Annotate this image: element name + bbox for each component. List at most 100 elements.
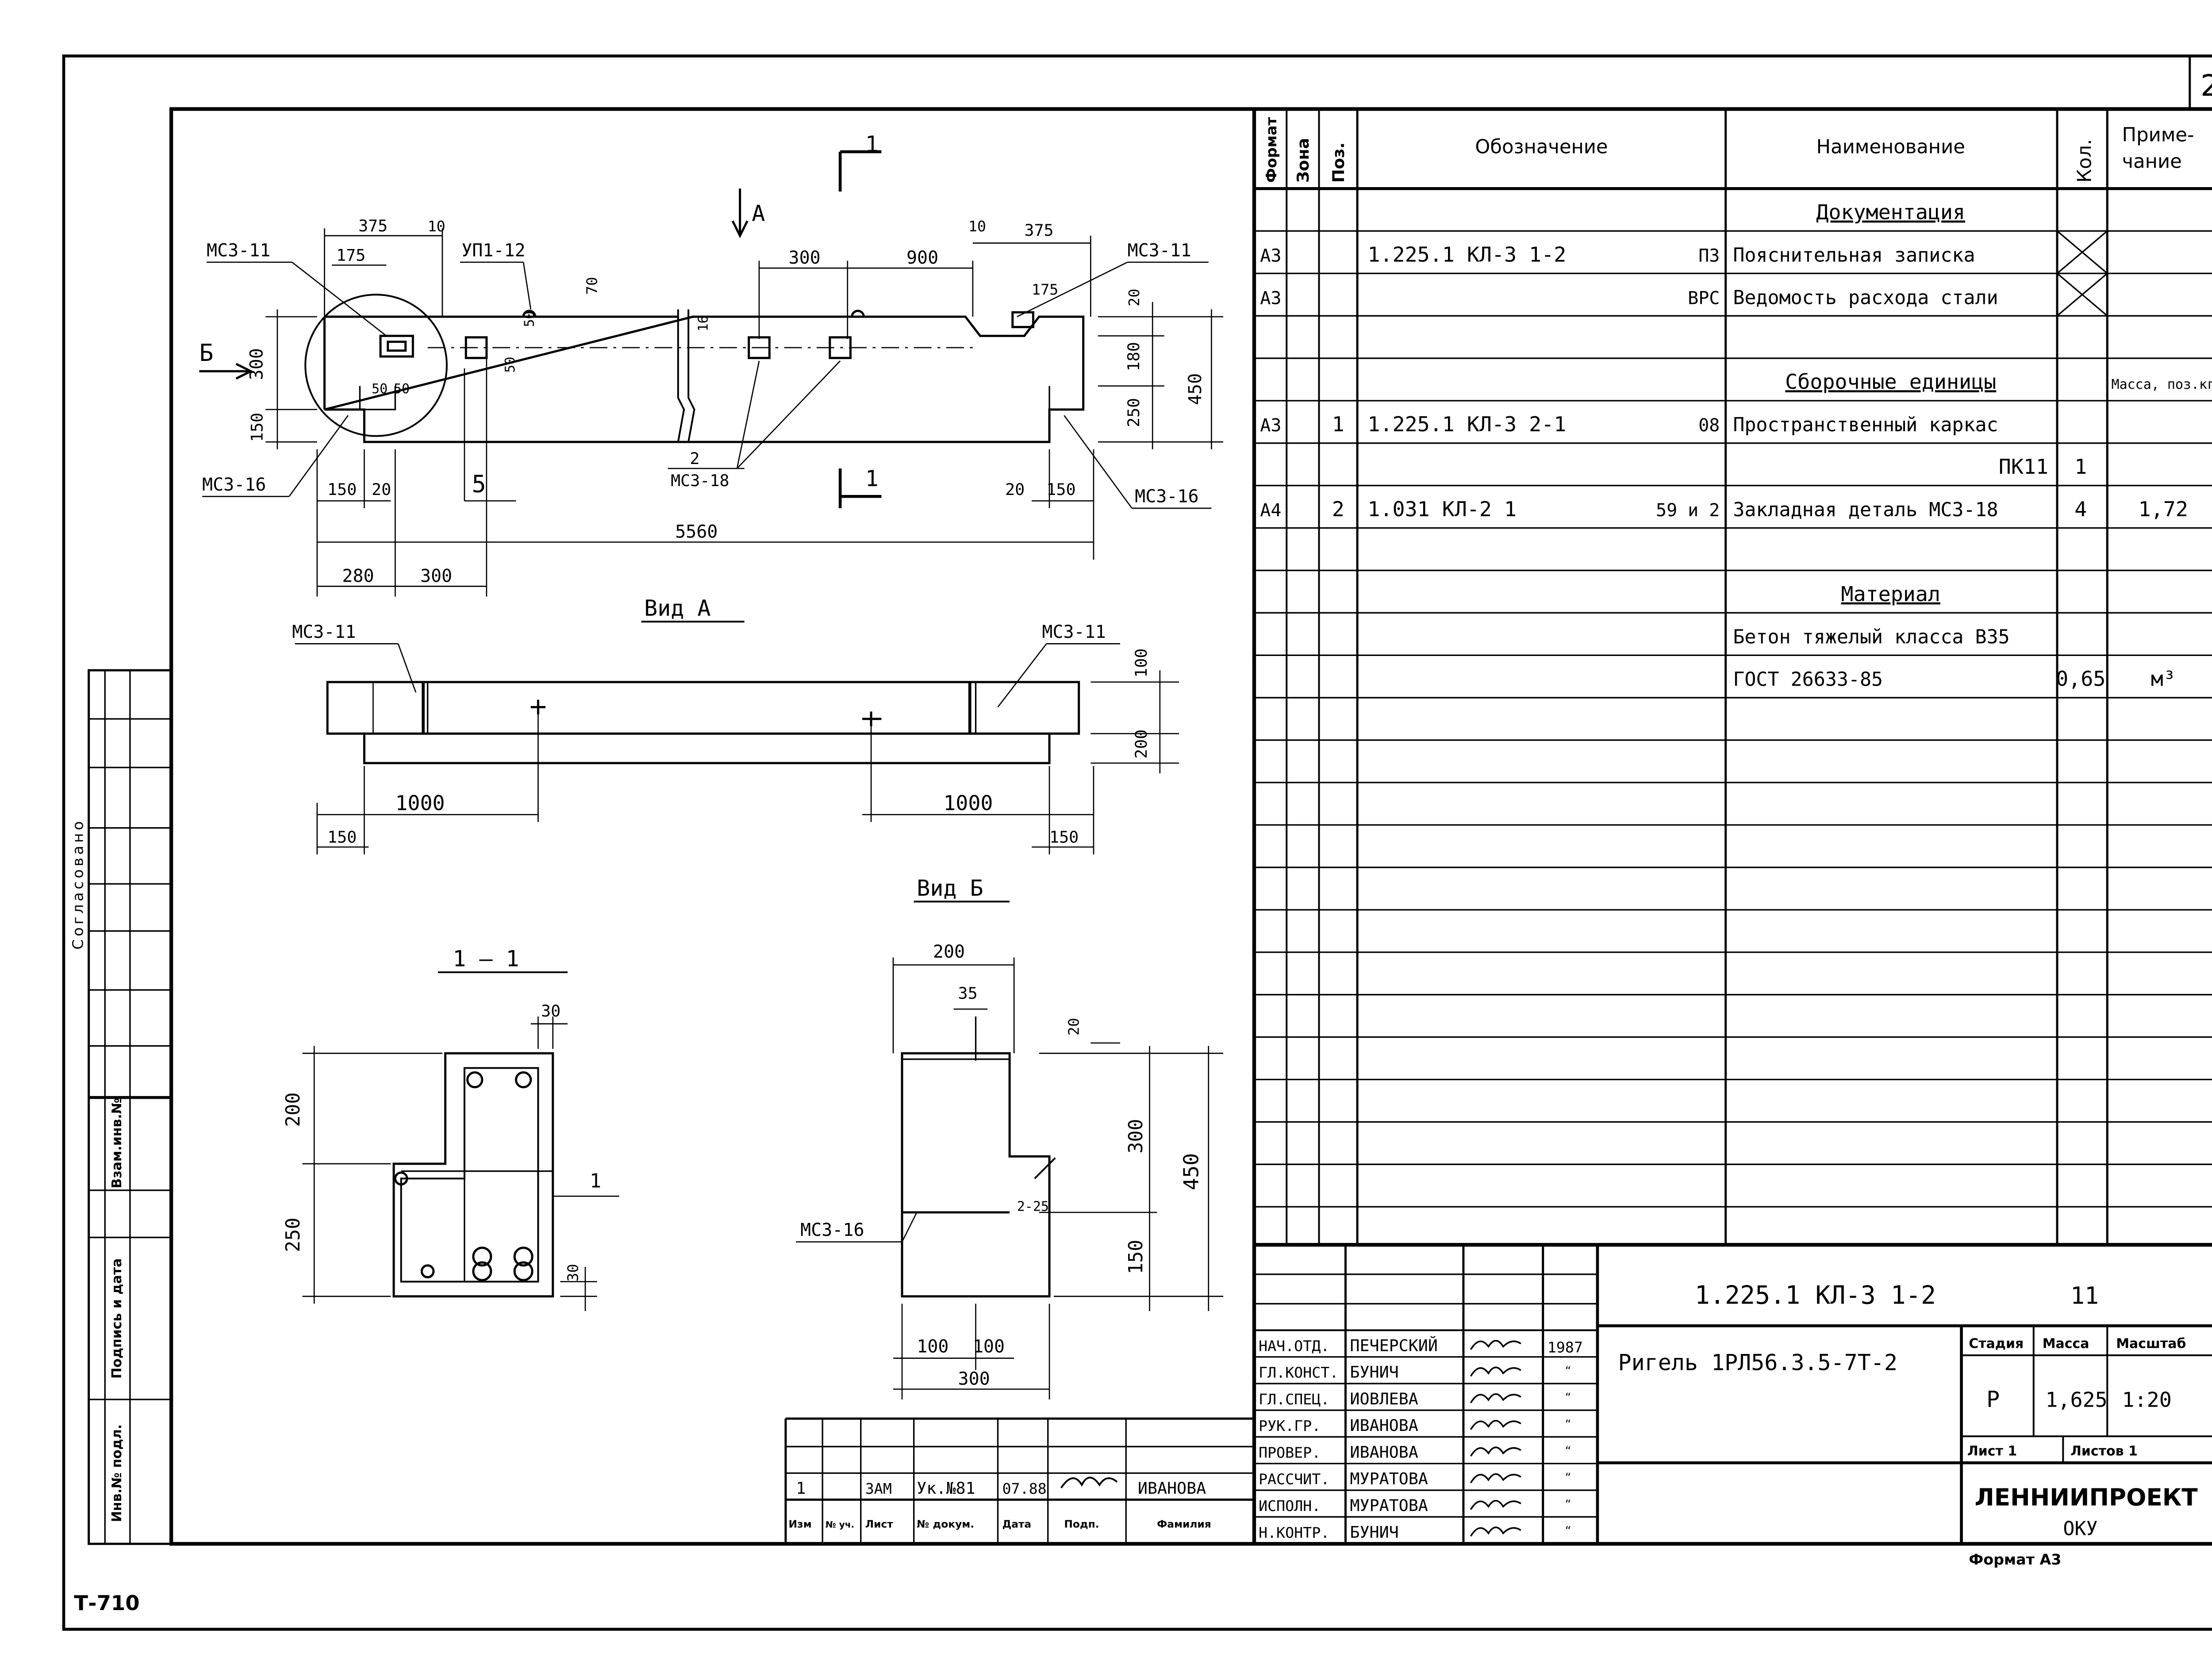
dim-280: 280 bbox=[342, 566, 374, 587]
tb-year: 1987 bbox=[1548, 1338, 1583, 1356]
spec-section-title: Документация bbox=[1816, 200, 1965, 224]
section-mark-bottom: 1 bbox=[865, 466, 879, 491]
mcz18-label: МС3-18 bbox=[671, 471, 729, 490]
spec-designation-cell: 1.225.1 КЛ-3 2-1 bbox=[1367, 412, 1566, 436]
view-b-arrow-label: Б bbox=[199, 339, 213, 367]
mcz16-left-label: МС3-16 bbox=[202, 475, 266, 495]
ditto-mark: “ bbox=[1565, 1417, 1571, 1431]
dim-20-bottom-left: 20 bbox=[372, 480, 391, 499]
section-mark-top: 1 bbox=[865, 131, 879, 157]
view-a-dim-1000-right: 1000 bbox=[943, 791, 993, 815]
dim-10-right: 10 bbox=[968, 218, 986, 235]
spec-designation-cell: 1.031 КЛ-2 1 bbox=[1367, 497, 1517, 521]
section-pos1: 1 bbox=[590, 1170, 601, 1192]
role-person: ПЕЧЕРСКИЙ bbox=[1350, 1335, 1437, 1355]
view-a-dim-100: 100 bbox=[1132, 648, 1151, 678]
signature bbox=[1470, 1446, 1521, 1457]
view-b-dim-300: 300 bbox=[1125, 1119, 1147, 1154]
view-b-dim-450: 450 bbox=[1179, 1153, 1203, 1190]
format-note: Формат А3 bbox=[1969, 1551, 2061, 1568]
dim-50-d: 50 bbox=[522, 311, 537, 327]
ditto-mark: “ bbox=[1565, 1444, 1571, 1458]
section-1-1-labels: 1 — 1 30 200 250 30 1 bbox=[282, 946, 601, 1282]
spec-header: Формат Зона Поз. Обозначение Наименовани… bbox=[1263, 117, 2194, 183]
tb-sheets-label: Листов 1 bbox=[2070, 1443, 2138, 1459]
spec-name-cell: Ведомость расхода стали bbox=[1733, 287, 1998, 309]
dim-150-bottom-right: 150 bbox=[1046, 480, 1075, 499]
tb-org: ЛЕННИИПРОЕКТ bbox=[1975, 1484, 2198, 1511]
sign-date-label: Подпись и дата bbox=[109, 1258, 125, 1379]
dim-70: 70 bbox=[584, 277, 601, 295]
view-b bbox=[796, 901, 1224, 1400]
header-name: Наименование bbox=[1816, 136, 1965, 158]
spec-section-title: Материал bbox=[1841, 582, 1940, 606]
view-a-dim-150-right: 150 bbox=[1049, 828, 1079, 847]
signature bbox=[1470, 1473, 1521, 1484]
spec-qty-cell: 0,65 bbox=[2056, 667, 2105, 691]
dim-50-b: 50 bbox=[394, 381, 410, 397]
rev-date: 07.88 bbox=[1002, 1480, 1046, 1497]
mcz16-right-label: МС3-16 bbox=[1135, 487, 1198, 507]
dim-10-left: 10 bbox=[428, 218, 445, 235]
section-1-1 bbox=[302, 971, 619, 1312]
header-note-2: чание bbox=[2122, 151, 2182, 173]
spec-note-cell: 1,72 bbox=[2139, 497, 2188, 521]
view-a-arrow-label: А bbox=[752, 201, 765, 226]
rev-h-izm: Изм bbox=[789, 1519, 812, 1530]
dim-175-right: 175 bbox=[1032, 281, 1058, 298]
tb-sheet-label: Лист 1 bbox=[1967, 1443, 2017, 1459]
spec-format-cell: А3 bbox=[1260, 415, 1281, 436]
tb-code: 1.225.1 КЛ-3 1-2 bbox=[1695, 1281, 1936, 1310]
spec-name-cell: ГОСТ 26633-85 bbox=[1733, 669, 1883, 691]
dim-300-mid: 300 bbox=[789, 248, 821, 268]
spec-designation-suffix: ПЗ bbox=[1698, 245, 1720, 266]
signature bbox=[1470, 1420, 1521, 1430]
dim-5560: 5560 bbox=[675, 522, 718, 542]
ditto-mark: “ bbox=[1565, 1364, 1571, 1378]
view-b-dim-20: 20 bbox=[1065, 1018, 1083, 1035]
inv-no-orig-label: Инв.№ подл. bbox=[109, 1424, 125, 1522]
rev-doc: Ук.№81 bbox=[917, 1479, 975, 1498]
signature bbox=[1470, 1526, 1521, 1537]
spec-format-cell: А4 bbox=[1260, 500, 1281, 521]
header-qty: Кол. bbox=[2074, 139, 2096, 183]
title-block-roles: НАЧ.ОТД.ПЕЧЕРСКИЙГЛ.КОНСТ.БУНИЧ“ГЛ.СПЕЦ.… bbox=[1254, 1335, 1598, 1545]
tb-stage-label: Стадия bbox=[1969, 1336, 2024, 1351]
spec-qty-cell: 1 bbox=[2074, 455, 2087, 479]
view-b-dim-150: 150 bbox=[1125, 1240, 1147, 1274]
role-title: ГЛ.КОНСТ. bbox=[1259, 1364, 1338, 1381]
spec-name-cell: ПК11 bbox=[1999, 455, 2048, 479]
dim-300-bottom: 300 bbox=[420, 566, 452, 587]
view-b-dim-200: 200 bbox=[933, 942, 965, 962]
signature bbox=[1470, 1366, 1521, 1377]
header-format: Формат bbox=[1263, 117, 1280, 183]
tb-dept: ОКУ bbox=[2063, 1518, 2097, 1540]
role-title: Н.КОНТР. bbox=[1259, 1524, 1329, 1541]
dim-250: 250 bbox=[1124, 398, 1143, 427]
view-b-note: 2-25 bbox=[1017, 1199, 1049, 1215]
spec-designation-suffix: 59 и 2 bbox=[1656, 500, 1720, 521]
view-a bbox=[295, 621, 1179, 855]
dim-375-left: 375 bbox=[358, 216, 388, 235]
rev-h-nuch: № уч. bbox=[826, 1519, 854, 1530]
role-title: ИСПОЛН. bbox=[1259, 1497, 1321, 1515]
spec-note-cell: м³ bbox=[2151, 667, 2176, 691]
role-person: ИВАНОВА bbox=[1350, 1416, 1418, 1435]
qty-cross-mark bbox=[2056, 230, 2108, 274]
upl-label: УП1-12 bbox=[461, 240, 525, 261]
section-dim-200: 200 bbox=[282, 1093, 304, 1127]
rev-h-data: Дата bbox=[1002, 1519, 1031, 1530]
rev-h-podp: Подп. bbox=[1064, 1519, 1099, 1530]
view-b-dim-100-left: 100 bbox=[917, 1336, 949, 1357]
role-person: МУРАТОВА bbox=[1350, 1496, 1428, 1515]
spec-format-cell: А3 bbox=[1260, 288, 1281, 308]
dim-900: 900 bbox=[906, 248, 938, 268]
rev-h-ndoc: № докум. bbox=[917, 1519, 974, 1530]
section-dim-30-top: 30 bbox=[541, 1001, 561, 1020]
view-a-mcz11-left: МС3-11 bbox=[292, 622, 356, 642]
view-a-dim-150-left: 150 bbox=[327, 828, 357, 847]
dim-300-left: 300 bbox=[247, 348, 267, 380]
ditto-mark: “ bbox=[1565, 1497, 1571, 1511]
spec-designation-suffix: ВРС bbox=[1688, 288, 1720, 308]
spec-pos-cell: 2 bbox=[1332, 497, 1344, 521]
